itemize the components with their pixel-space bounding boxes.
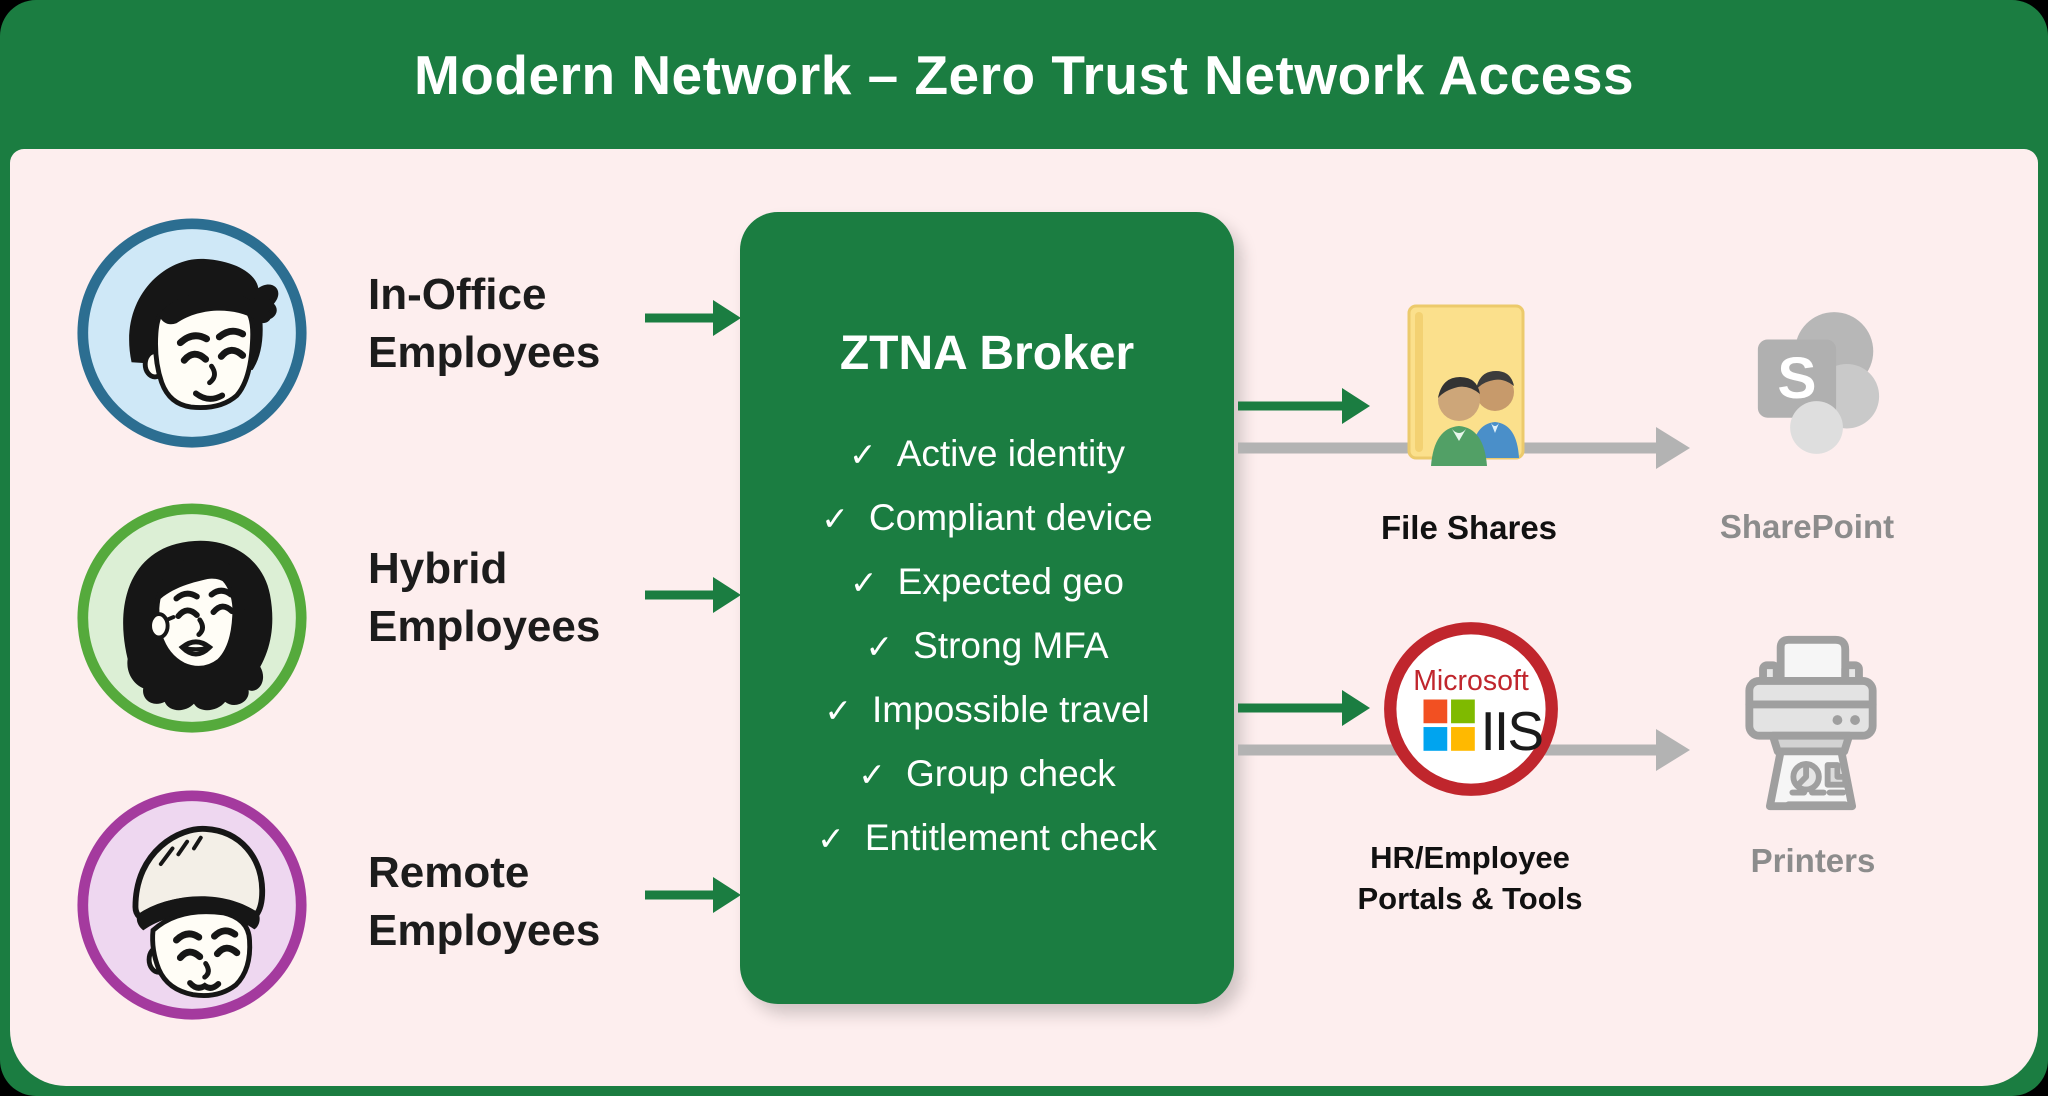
woman-avatar-icon <box>77 503 307 733</box>
check-item: ✓Expected geo <box>740 550 1234 614</box>
check-item: ✓Strong MFA <box>740 614 1234 678</box>
arrow-hybrid-to-broker <box>645 575 741 615</box>
check-item: ✓Impossible travel <box>740 678 1234 742</box>
arrow-broker-to-hr-portal <box>1238 688 1370 728</box>
label-in-office-employees: In-Office Employees <box>368 270 601 377</box>
file-shares-icon <box>1407 304 1525 466</box>
check-item: ✓Entitlement check <box>740 806 1234 870</box>
arrow-remote-to-broker <box>645 875 741 915</box>
ms-logo-square-green <box>1451 699 1475 724</box>
check-item: ✓Group check <box>740 742 1234 806</box>
check-icon: ✓ <box>850 564 878 601</box>
broker-title: ZTNA Broker <box>839 327 1135 380</box>
beanie-avatar-icon <box>77 790 307 1020</box>
check-item: ✓Active identity <box>740 422 1234 486</box>
sharepoint-letter: S <box>1777 346 1816 411</box>
title-bar: Modern Network – Zero Trust Network Acce… <box>0 0 2048 149</box>
check-icon: ✓ <box>865 628 894 665</box>
sharepoint-icon: S <box>1757 312 1880 454</box>
label-hr-portal: HR/Employee Portals & Tools <box>1357 840 1583 916</box>
check-icon: ✓ <box>817 820 845 857</box>
label-file-shares: File Shares <box>1380 509 1558 546</box>
microsoft-iis-icon: Microsoft IIS <box>1384 622 1558 796</box>
check-icon: ✓ <box>821 500 849 537</box>
page-title: Modern Network – Zero Trust Network Acce… <box>413 43 1635 106</box>
ms-logo-square-blue <box>1423 727 1448 751</box>
iis-product-text: IIS <box>1481 700 1543 762</box>
printer-icon <box>1745 635 1877 811</box>
label-printers: Printers <box>1750 842 1876 879</box>
check-icon: ✓ <box>824 692 853 729</box>
check-icon: ✓ <box>849 436 877 473</box>
label-sharepoint: SharePoint <box>1719 508 1895 545</box>
arrow-broker-to-file-shares <box>1238 386 1370 426</box>
ms-logo-square-yellow <box>1451 727 1475 751</box>
check-item: ✓Compliant device <box>740 486 1234 550</box>
ms-logo-square-red <box>1423 699 1448 724</box>
check-icon: ✓ <box>858 756 886 793</box>
ztna-broker-box: ZTNA Broker ✓Active identity ✓Compliant … <box>740 212 1234 1004</box>
label-hybrid-employees: Hybrid Employees <box>368 544 601 651</box>
broker-checklist: ✓Active identity ✓Compliant device ✓Expe… <box>740 422 1234 870</box>
man-avatar-icon <box>77 218 307 448</box>
microsoft-brand-text: Microsoft <box>1413 665 1529 697</box>
arrow-in-office-to-broker <box>645 298 741 338</box>
label-remote-employees: Remote Employees <box>368 848 601 955</box>
